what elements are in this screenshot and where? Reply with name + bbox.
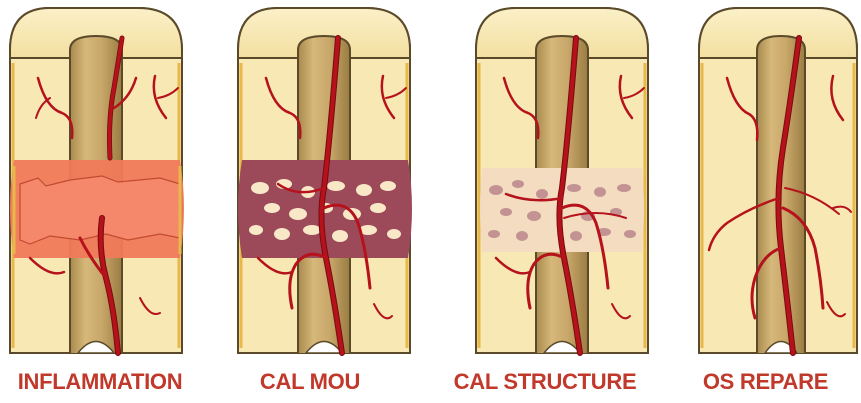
stage-label-inflammation: INFLAMMATION (0, 366, 200, 398)
stage-label-cal-mou: CAL MOU (210, 366, 410, 398)
stage-panel-cal-structure (476, 8, 648, 353)
stage-label-cal-structure: CAL STRUCTURE (440, 366, 650, 398)
stage-panel-cal-mou (238, 8, 412, 353)
stage-label-os-repare: OS REPARE (670, 366, 861, 398)
stage-panel-inflammation (10, 8, 184, 353)
stage-panel-os-repare (699, 8, 857, 353)
hematoma (10, 160, 184, 258)
